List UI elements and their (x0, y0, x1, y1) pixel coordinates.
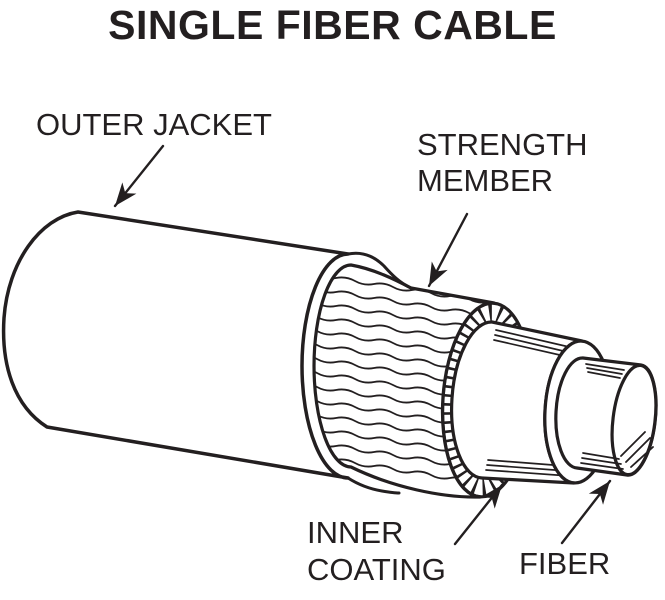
outer-jacket-rim-inner-edge (312, 263, 353, 469)
leader-arrows (113, 144, 612, 546)
outer-jacket-body (1, 210, 350, 480)
fiber-face-shine-lines (620, 431, 654, 468)
fiber-shading (580, 363, 625, 470)
outer-jacket-rim-top-lip (346, 251, 413, 290)
strength-member-arrow (427, 212, 469, 288)
label-inner-coating-line1: INNER (307, 515, 404, 550)
inner-coating-arrow (453, 483, 504, 546)
label-strength-member-line1: STRENGTH (417, 127, 588, 162)
inner-coating-cylinder (450, 320, 584, 485)
label-inner-coating-line2: COATING (307, 552, 446, 587)
label-strength-member-line2: MEMBER (417, 163, 554, 198)
fiber-cylinder (554, 356, 658, 477)
fiber-end-face (610, 363, 658, 477)
label-strength-member: STRENGTH MEMBER (417, 127, 588, 199)
outer-jacket-rim-bottom-lip (346, 476, 401, 495)
label-outer-jacket: OUTER JACKET (36, 107, 272, 142)
fiber-arrow (560, 479, 612, 545)
outer-jacket-cylinder (1, 210, 413, 495)
label-inner-coating: INNER COATING (307, 514, 446, 588)
inner-coating-shading (485, 329, 579, 477)
diagram-title: SINGLE FIBER CABLE (108, 2, 557, 48)
label-fiber: FIBER (519, 546, 611, 581)
outer-jacket-arrow (113, 144, 165, 208)
